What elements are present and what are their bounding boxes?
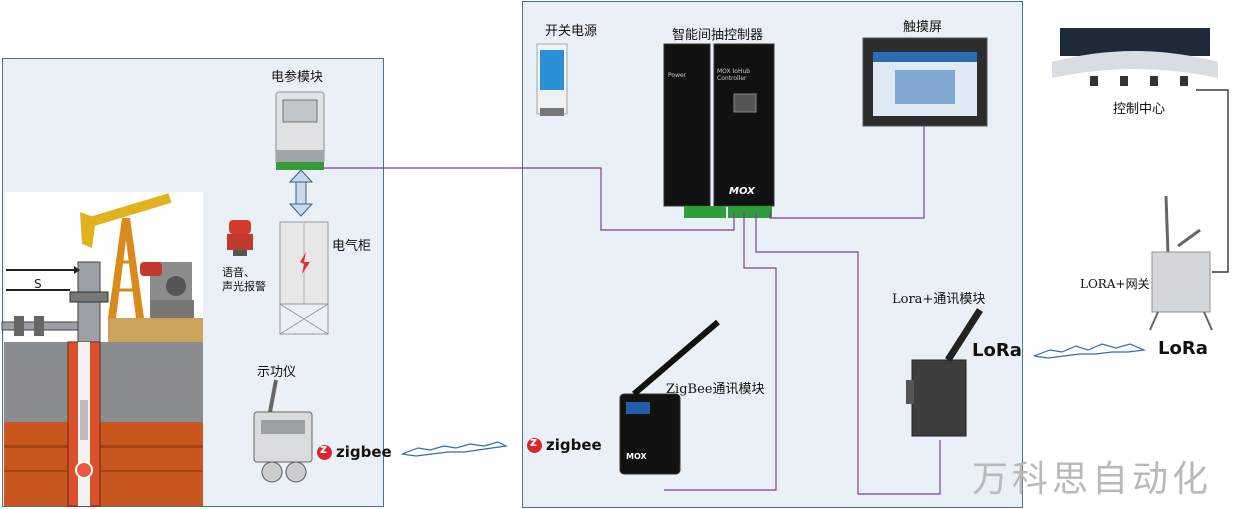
switch-power-label: 开关电源 [545,24,598,39]
touchscreen-label: 触摸屏 [903,20,943,35]
touchscreen-device [862,37,988,127]
svg-text:S: S [34,277,42,291]
oil-well-illustration: S [1,192,203,507]
alarm-device [227,220,253,256]
power-module-label: 电参模块 [271,70,324,85]
zigbee-module-logo: MOX [626,452,647,461]
controller-power-text: Power [668,72,687,79]
gateway-uplink [1196,89,1229,273]
electrical-cabinet-device [279,221,329,335]
zigbee-icon [317,442,332,460]
zigbee-wireless-link [401,441,508,457]
switch-power-supply-device [536,43,568,116]
controller-label: 智能间抽控制器 [672,28,764,43]
lora-wireless-link [1033,343,1147,359]
lora-gateway-device [1149,195,1213,331]
power-module-device [275,91,325,170]
control-center-label: 控制中心 [1113,102,1166,117]
cabinet-label: 电气柜 [332,239,372,254]
lora-logo-right: LoRa [1158,338,1208,359]
bidirectional-arrow [288,169,314,217]
lora-module-device [906,308,983,437]
dynamometer-device [253,379,313,483]
wiring [324,126,941,495]
dynamometer-label: 示功仪 [257,365,297,380]
zigbee-logo-left: zigbee [317,442,392,461]
watermark: 万科思自动化 [972,459,1213,500]
lora-module-label: Lora+通讯模块 [892,292,986,307]
controller-device [663,43,775,218]
zigbee-logo-mid: zigbee [527,435,602,454]
control-center-illustration [1052,28,1218,86]
lora-logo-mid: LoRa [972,340,1022,361]
controller-logo: MOX [729,186,755,197]
alarm-label: 语音、 声光报警 [222,266,266,293]
zigbee-module-device [619,319,720,475]
controller-model-text: MOX IoHub Controller [717,68,751,82]
lora-gateway-label: LORA+网关 [1080,277,1150,291]
zigbee-icon [527,435,542,453]
zigbee-module-label: ZigBee通讯模块 [666,382,765,397]
